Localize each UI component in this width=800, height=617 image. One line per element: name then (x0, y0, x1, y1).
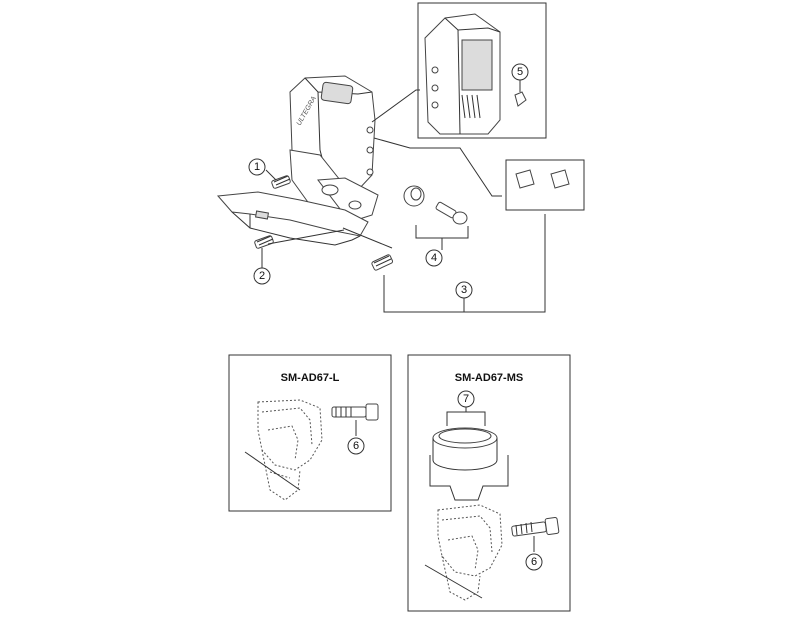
callout-1: 1 (248, 158, 266, 176)
pad-box (505, 159, 585, 211)
callout-4: 4 (425, 249, 443, 267)
adapter-l-box: SM-AD67-L 6 (228, 354, 392, 512)
callout-3: 3 (455, 281, 473, 299)
callout-2: 2 (253, 267, 271, 285)
callout-5: 5 (511, 63, 529, 81)
callout-6a-label: 6 (353, 440, 359, 452)
callout-1-label: 1 (254, 161, 260, 173)
front-derailleur-drawing: ULTEGRA (216, 75, 546, 313)
callout-4-label: 4 (431, 252, 437, 264)
adapter-ms-title: SM-AD67-MS (455, 372, 523, 384)
callout-2-label: 2 (259, 270, 265, 282)
callout-5-label: 5 (517, 66, 523, 78)
adapter-ms-box: SM-AD67-MS 7 6 (407, 354, 571, 612)
callout-7-label: 7 (463, 393, 469, 405)
callout-3-label: 3 (461, 284, 467, 296)
callout-6b-label: 6 (531, 556, 537, 568)
motor-inset-box (417, 2, 547, 139)
adapter-l-title: SM-AD67-L (281, 372, 340, 384)
